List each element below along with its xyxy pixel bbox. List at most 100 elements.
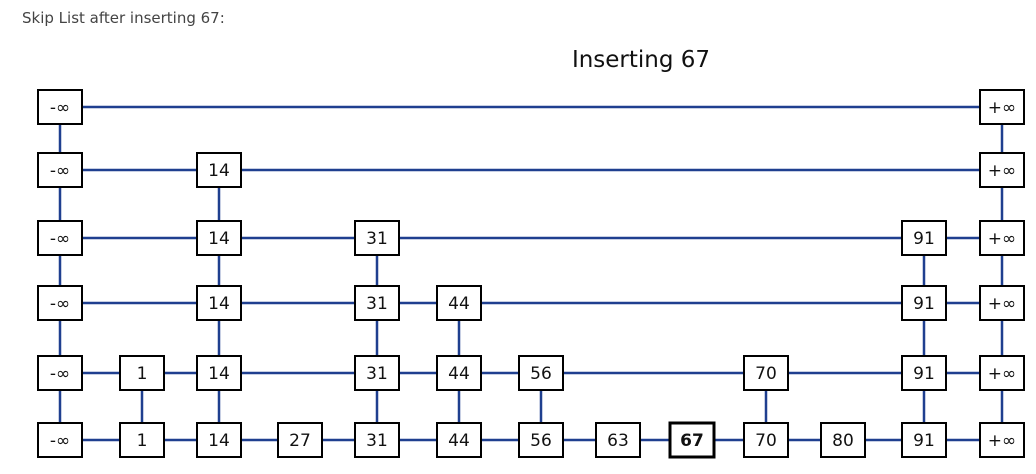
- skip-node-level-1-neg-inf: -∞: [37, 152, 83, 188]
- node-box: [901, 220, 947, 256]
- node-key: 56: [530, 364, 552, 384]
- node-box: [979, 220, 1025, 256]
- skip-node-level-2-neg-inf: -∞: [37, 220, 83, 256]
- node-key: -∞: [50, 161, 70, 181]
- node-box: [820, 422, 866, 458]
- skip-node-level-2-pos-inf: +∞: [979, 220, 1025, 256]
- node-box: [196, 422, 242, 458]
- node-box: [196, 152, 242, 188]
- skip-node-level-5-80: 80: [820, 422, 866, 458]
- skip-node-level-5-31: 31: [354, 422, 400, 458]
- skip-node-level-2-91: 91: [901, 220, 947, 256]
- node-box: [436, 285, 482, 321]
- node-key: +∞: [988, 294, 1016, 314]
- skip-node-level-5-pos-inf: +∞: [979, 422, 1025, 458]
- node-key: 14: [208, 364, 230, 384]
- skip-node-level-4-56: 56: [518, 355, 564, 391]
- node-key: 63: [607, 431, 629, 451]
- node-key: 91: [913, 294, 935, 314]
- node-box: [743, 355, 789, 391]
- skip-node-level-5-44: 44: [436, 422, 482, 458]
- skip-node-level-4-14: 14: [196, 355, 242, 391]
- node-key: 67: [680, 431, 704, 451]
- node-box: [979, 285, 1025, 321]
- node-key: +∞: [988, 431, 1016, 451]
- skip-node-level-3-pos-inf: +∞: [979, 285, 1025, 321]
- skip-node-level-1-pos-inf: +∞: [979, 152, 1025, 188]
- node-box: [354, 285, 400, 321]
- skip-node-level-3-91: 91: [901, 285, 947, 321]
- node-box: [979, 152, 1025, 188]
- node-key: -∞: [50, 98, 70, 118]
- skip-node-level-5-70: 70: [743, 422, 789, 458]
- node-box: [196, 355, 242, 391]
- node-key: 80: [832, 431, 854, 451]
- node-box: [518, 355, 564, 391]
- node-key: -∞: [50, 431, 70, 451]
- node-box: [354, 422, 400, 458]
- node-box: [277, 422, 323, 458]
- node-key: 14: [208, 229, 230, 249]
- node-box: [979, 422, 1025, 458]
- node-box: [37, 285, 83, 321]
- node-key: 70: [755, 431, 777, 451]
- node-box: [354, 220, 400, 256]
- node-box: [979, 355, 1025, 391]
- node-key: 31: [366, 229, 388, 249]
- node-box: [901, 422, 947, 458]
- node-key: 14: [208, 294, 230, 314]
- node-key: 27: [289, 431, 311, 451]
- node-box: [37, 355, 83, 391]
- node-key: -∞: [50, 294, 70, 314]
- node-key: 1: [137, 431, 148, 451]
- node-key: 91: [913, 431, 935, 451]
- node-key: 31: [366, 364, 388, 384]
- node-box: [37, 152, 83, 188]
- skip-node-level-5-63: 63: [595, 422, 641, 458]
- node-key: 31: [366, 431, 388, 451]
- node-box: [119, 422, 165, 458]
- node-key: +∞: [988, 364, 1016, 384]
- node-key: 44: [448, 294, 470, 314]
- skip-node-level-5-56: 56: [518, 422, 564, 458]
- node-key: +∞: [988, 98, 1016, 118]
- skip-node-level-4-44: 44: [436, 355, 482, 391]
- node-box: [518, 422, 564, 458]
- node-box: [37, 422, 83, 458]
- node-box: [901, 285, 947, 321]
- node-box: [354, 355, 400, 391]
- skip-node-level-4-31: 31: [354, 355, 400, 391]
- node-key: 91: [913, 364, 935, 384]
- skip-node-level-2-14: 14: [196, 220, 242, 256]
- skip-node-level-5-1: 1: [119, 422, 165, 458]
- skip-node-level-3-neg-inf: -∞: [37, 285, 83, 321]
- skip-node-level-5-91: 91: [901, 422, 947, 458]
- skip-node-level-2-31: 31: [354, 220, 400, 256]
- node-box: [595, 422, 641, 458]
- node-key: 91: [913, 229, 935, 249]
- skip-node-level-0-pos-inf: +∞: [979, 89, 1025, 125]
- skip-node-level-4-1: 1: [119, 355, 165, 391]
- node-box: [668, 421, 716, 459]
- node-key: 56: [530, 431, 552, 451]
- node-box: [119, 355, 165, 391]
- skip-node-level-5-27: 27: [277, 422, 323, 458]
- node-box: [436, 355, 482, 391]
- nodes-layer: -∞ +∞ -∞ 14 +∞ -∞ 14 31 91 +∞ -∞ 14 31 44 91 +∞ -∞ 1 14 31 4…: [37, 89, 1025, 459]
- skip-node-level-4-neg-inf: -∞: [37, 355, 83, 391]
- skip-node-level-5-67: 67: [668, 421, 716, 459]
- skip-node-level-3-31: 31: [354, 285, 400, 321]
- page-heading: Skip List after inserting 67:: [22, 9, 225, 27]
- node-box: [743, 422, 789, 458]
- node-key: 31: [366, 294, 388, 314]
- node-key: 14: [208, 161, 230, 181]
- node-box: [37, 89, 83, 125]
- skip-node-level-4-70: 70: [743, 355, 789, 391]
- node-key: 44: [448, 364, 470, 384]
- node-box: [37, 220, 83, 256]
- node-box: [196, 285, 242, 321]
- node-key: 70: [755, 364, 777, 384]
- node-key: 14: [208, 431, 230, 451]
- diagram-title: Inserting 67: [572, 47, 710, 73]
